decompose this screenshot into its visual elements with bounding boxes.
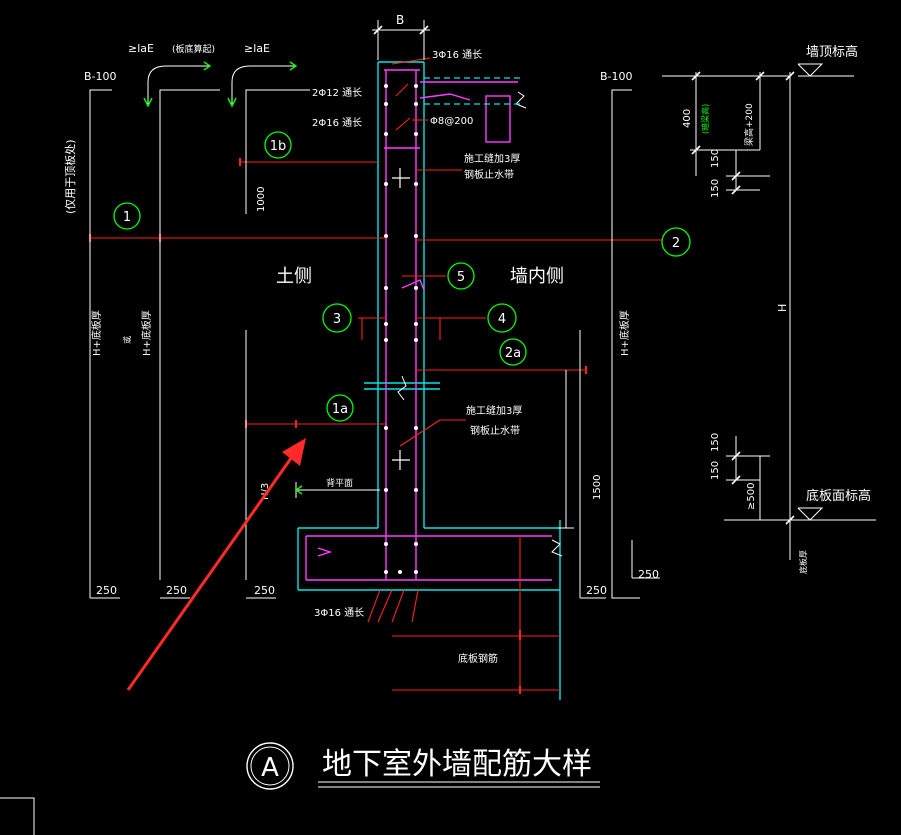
flat-label: 背平面 [326,477,353,489]
h-left-1: H+底板厚 [90,310,103,356]
slab-rebar-label: 底板钢筋 [458,652,498,665]
labels: B ≥laE (板底算起) ≥laE 3Φ16 通长 2Φ12 通长 2Φ16 … [63,13,871,665]
callout-2 [661,227,691,257]
callout-2a-text: 2a [505,346,521,361]
roof-note: (仅用于顶板处) [63,139,77,214]
dim-250-b: 250 [166,584,187,597]
dim-250-e: 250 [638,568,659,581]
callout-2-text: 2 [672,236,680,251]
dim-250-c: 250 [254,584,275,597]
dim-400: 400 [682,109,693,128]
red-annotation-arrow [126,438,306,691]
title-letter: A [261,753,279,783]
callout-1 [113,202,141,230]
dim-150-d: 150 [710,461,721,480]
green-arrows [143,61,303,495]
h3: H/3 [260,483,271,500]
rebar-2phi12: 2Φ12 通长 [312,87,362,99]
dimension-lines [0,20,876,835]
stirrup-label: Φ8@200 [430,116,473,127]
slab-level: 底板面标高 [806,488,871,504]
callout-2a [499,338,527,366]
dim-400-note: (暗梁高) [700,104,710,134]
title-circle-inner [250,746,290,786]
dim-1500: 1500 [592,475,603,500]
lae-left-note: (板底算起) [172,43,215,55]
callout-4-text: 4 [498,312,506,327]
title-text: 地下室外墙配筋大样 [322,747,592,782]
lae-left: ≥laE [128,42,154,55]
leader-lines [90,57,662,691]
waterstop-bot-1: 施工缝加3厚 [466,404,522,417]
h-left-2: H+底板厚 [140,310,153,356]
title-circle-outer [246,742,294,790]
dim-500: ≥500 [746,483,757,510]
waterstop-top-2: 钢板止水带 [464,168,514,181]
callout-1a-text: 1a [332,402,348,417]
rebar-dots [384,84,418,574]
dim-b: B [396,13,404,27]
callout-5 [447,262,475,290]
bottom-rebar-label: 3Φ16 通长 [314,607,364,619]
callout-3-text: 3 [333,312,341,327]
callout-5-text: 5 [457,270,465,285]
dim-250-d: 250 [586,584,607,597]
waterstop-bot-2: 钢板止水带 [470,424,520,437]
callout-3 [322,303,352,333]
slab-thk: 底板厚 [798,550,808,574]
dim-250-a: 250 [96,584,117,597]
b100-left: B-100 [84,70,117,83]
callout-1b-text: 1b [270,139,287,154]
callout-1-text: 1 [123,210,131,225]
callout-4 [487,303,517,333]
callout-1b [264,131,292,159]
callout-circles [113,131,691,422]
top-rebar-label: 3Φ16 通长 [432,49,482,61]
title-block: A 地下室外墙配筋大样 [246,742,592,790]
rebar-2phi16: 2Φ16 通长 [312,117,362,129]
waterstop-top-1: 施工缝加3厚 [464,152,520,165]
callout-1a [326,394,354,422]
dim-150-c: 150 [710,433,721,452]
dim-h: H [776,304,789,312]
dim-150-a: 150 [710,149,721,168]
wall-top-level: 墙顶标高 [806,44,858,60]
beam-dashed [424,77,520,105]
break-lines [397,91,563,557]
callout-numbers: 1b 1 2 5 3 4 2a 1a [123,139,680,417]
b100-right: B-100 [600,70,633,83]
waterstop-marks [392,168,410,470]
lae-right: ≥laE [244,42,270,55]
beam-h200: 梁高+200 [743,103,755,146]
dim-ticks [373,25,795,525]
inner-side: 墙内侧 [510,266,564,287]
soil-side: 土侧 [276,266,312,287]
dim-150-b: 150 [710,179,721,198]
h-right: H+底板厚 [618,310,631,356]
dim-1000: 1000 [256,187,267,212]
h-left-2-pre: 或 [122,336,132,344]
